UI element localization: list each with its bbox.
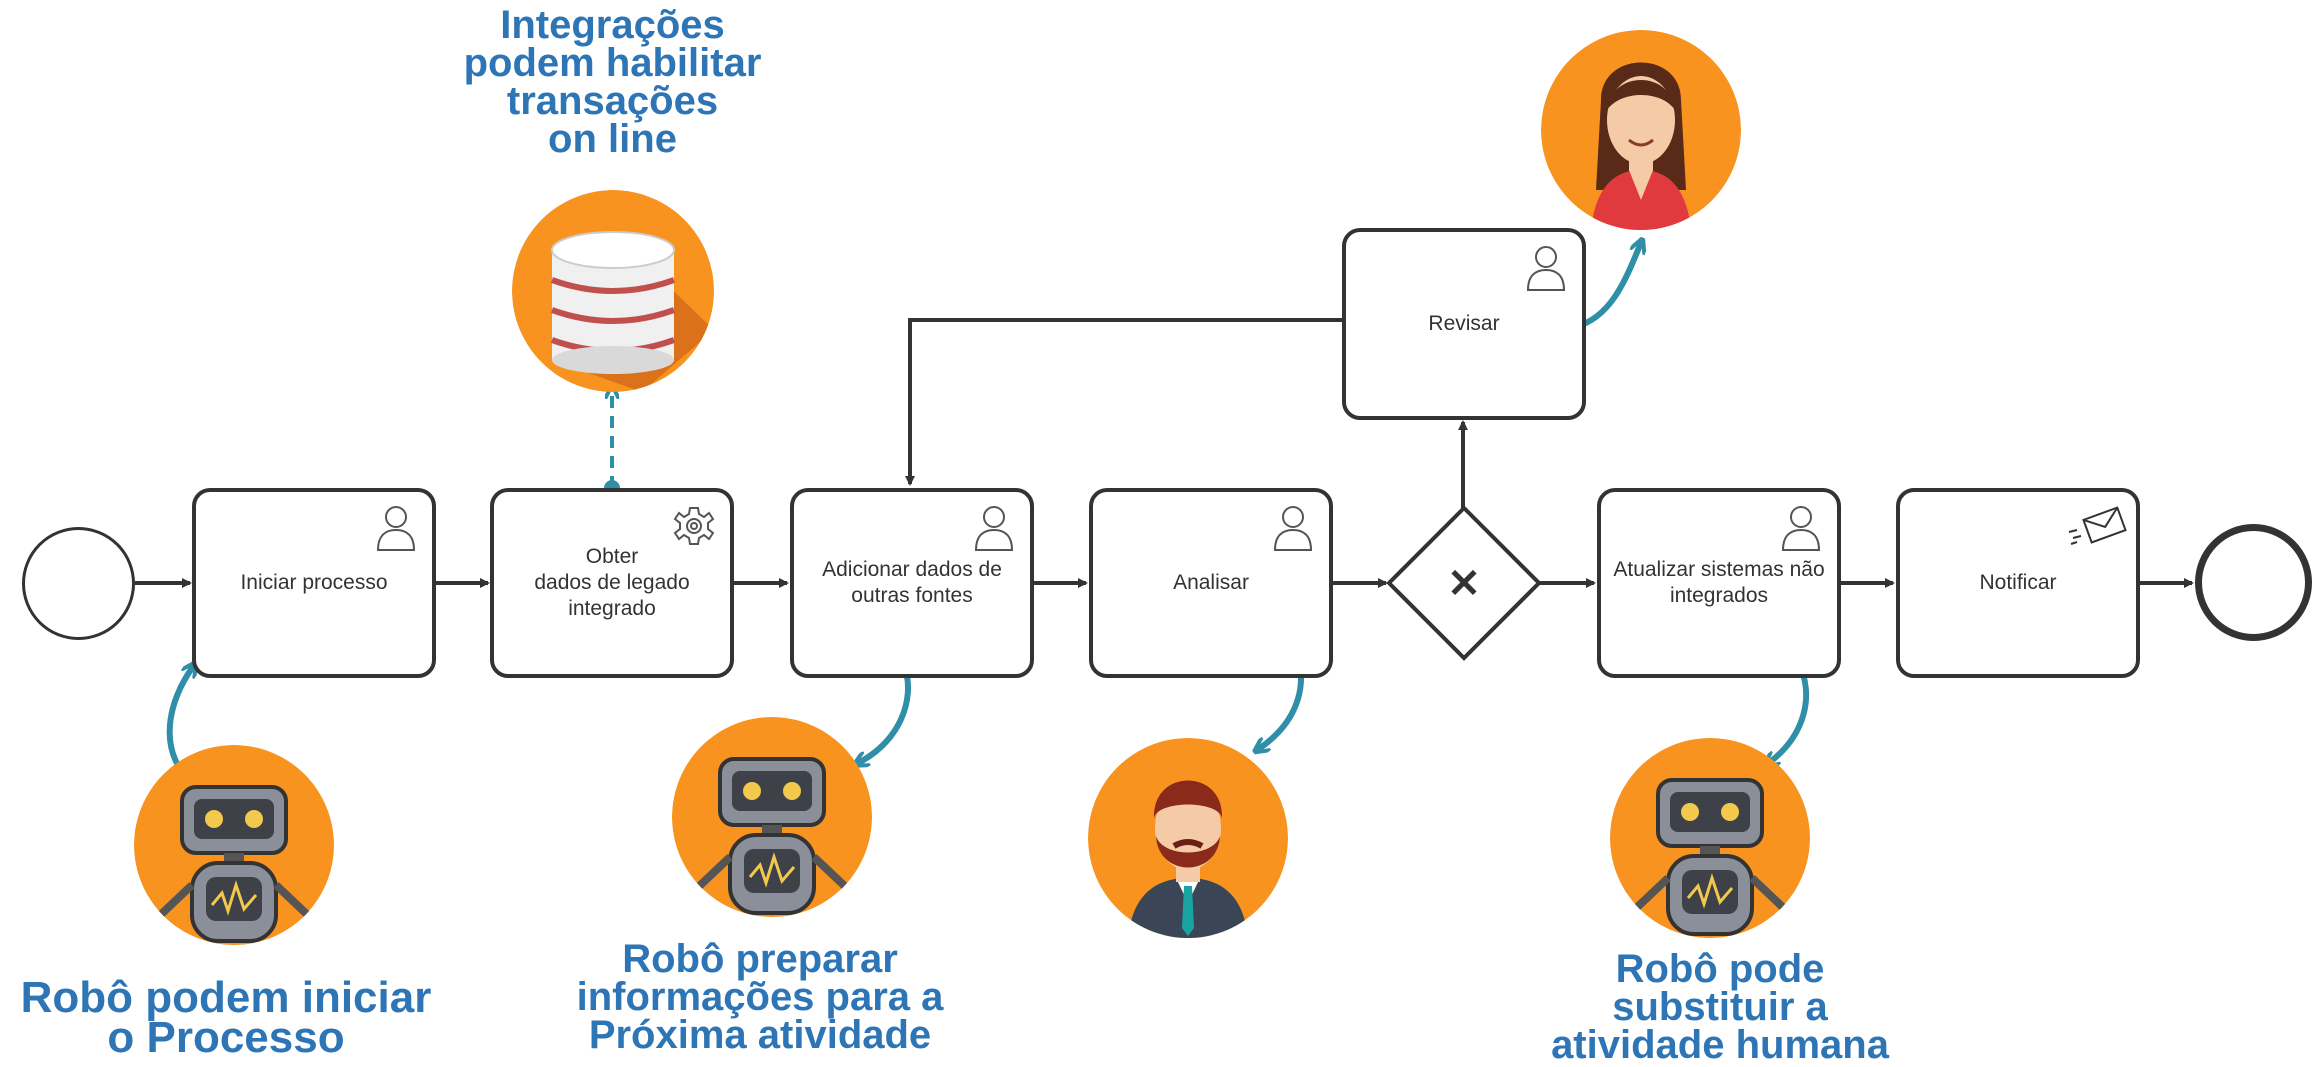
task-obter-dados[interactable]: Obter dados de legado integrado [490, 488, 734, 678]
gear-icon [673, 507, 715, 545]
user-icon [974, 506, 1014, 551]
caption-robo-substituir: Robô pode substituir a atividade humana [1551, 947, 1889, 1067]
end-event [2195, 524, 2312, 641]
task-adicionar-dados[interactable]: Adicionar dados de outras fontes [790, 488, 1034, 678]
task-revisar[interactable]: Revisar [1342, 228, 1586, 420]
user-icon [1526, 246, 1566, 291]
man-avatar-icon [1088, 738, 1288, 938]
start-event [22, 527, 135, 640]
curved-arrow-robot-prepare [860, 665, 911, 762]
task-label: Adicionar dados de outras fontes [822, 558, 1002, 607]
exclusive-gateway: ✕ [1386, 505, 1542, 661]
task-label: Analisar [1173, 571, 1249, 594]
woman-avatar-icon [1541, 30, 1741, 230]
robot-icon [134, 745, 334, 945]
user-icon [1273, 506, 1313, 551]
user-icon [1781, 506, 1821, 551]
caption-robo-iniciar: Robô podem iniciar o Processo [20, 973, 432, 1062]
caption-integracoes: Integrações podem habilitar transações o… [463, 3, 762, 161]
task-label: Revisar [1428, 312, 1500, 335]
envelope-icon [2068, 506, 2127, 545]
user-icon [376, 506, 416, 551]
curved-arrow-robot-start [166, 668, 192, 775]
robot-icon [1610, 738, 1810, 938]
task-iniciar-processo[interactable]: Iniciar processo [192, 488, 436, 678]
flow-revisar-adicionar [905, 318, 1342, 486]
caption-robo-preparar: Robô preparar informações para a Próxima… [576, 937, 944, 1057]
database-icon [512, 190, 714, 392]
robot-icon [672, 717, 872, 917]
gateway-x-icon: ✕ [1447, 562, 1481, 606]
task-label: Atualizar sistemas não integrados [1613, 558, 1825, 607]
task-label: Notificar [1979, 571, 2057, 594]
task-label: Iniciar processo [240, 571, 388, 594]
task-notificar[interactable]: Notificar [1896, 488, 2140, 678]
task-atualizar-sistemas[interactable]: Atualizar sistemas não integrados [1597, 488, 1841, 678]
task-label: Obter dados de legado integrado [534, 545, 690, 620]
task-analisar[interactable]: Analisar [1089, 488, 1333, 678]
